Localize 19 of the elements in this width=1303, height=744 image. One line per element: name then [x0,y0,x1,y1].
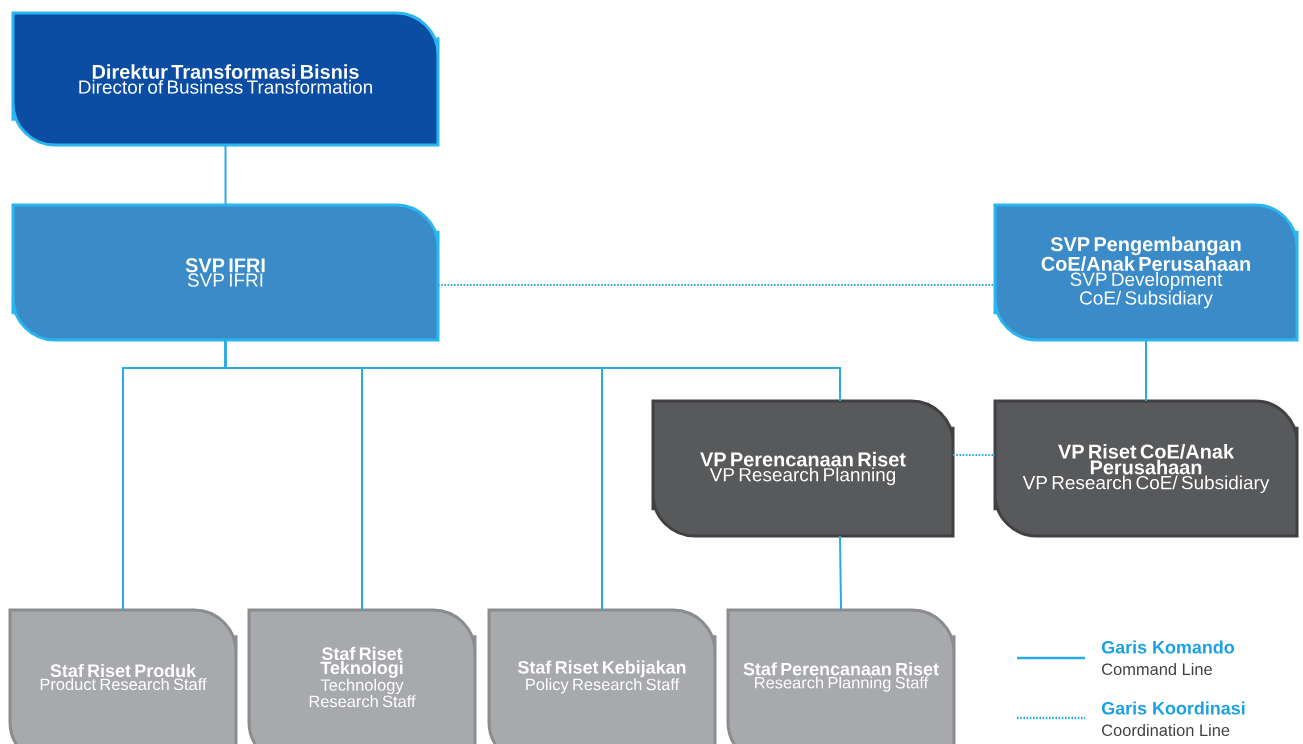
connector-line [224,339,841,402]
org-box: VP Riset CoE/Anak Perusahaan VP Research CoE/ Subsidiary [993,399,1299,538]
connector-line [839,535,842,611]
connector-line [1145,339,1147,402]
legend-caption: Command Line [1102,663,1212,676]
org-box: Staf Riset Produk Product Research Staff [8,608,238,744]
org-box: SVP Pengembangan CoE/Anak Perusahaan SVP Development CoE/ Subsidiary [993,203,1299,342]
org-box: Staf Riset Kebijakan Policy Research Staff [487,608,717,744]
legend-text: Garis Koordinasi [1101,701,1245,715]
org-box: Direktur Transformasi Bisnis Director of Business Transformation [11,11,440,147]
connector-line [437,284,996,286]
legend-text: Garis Komando [1101,640,1234,654]
org-box: VP Perencanaan Riset VP Research Planning [651,399,955,538]
connector-line [224,144,227,206]
connector-line [952,454,996,456]
legend-caption: Coordination Line [1102,724,1230,737]
org-box: Staf Riset Teknologi Technology Research Staff [247,608,477,744]
org-box: SVP IFRI SVP IFRI [11,203,440,342]
org-box: Staf Perencanaan Riset Research Planning Staff [726,608,956,744]
